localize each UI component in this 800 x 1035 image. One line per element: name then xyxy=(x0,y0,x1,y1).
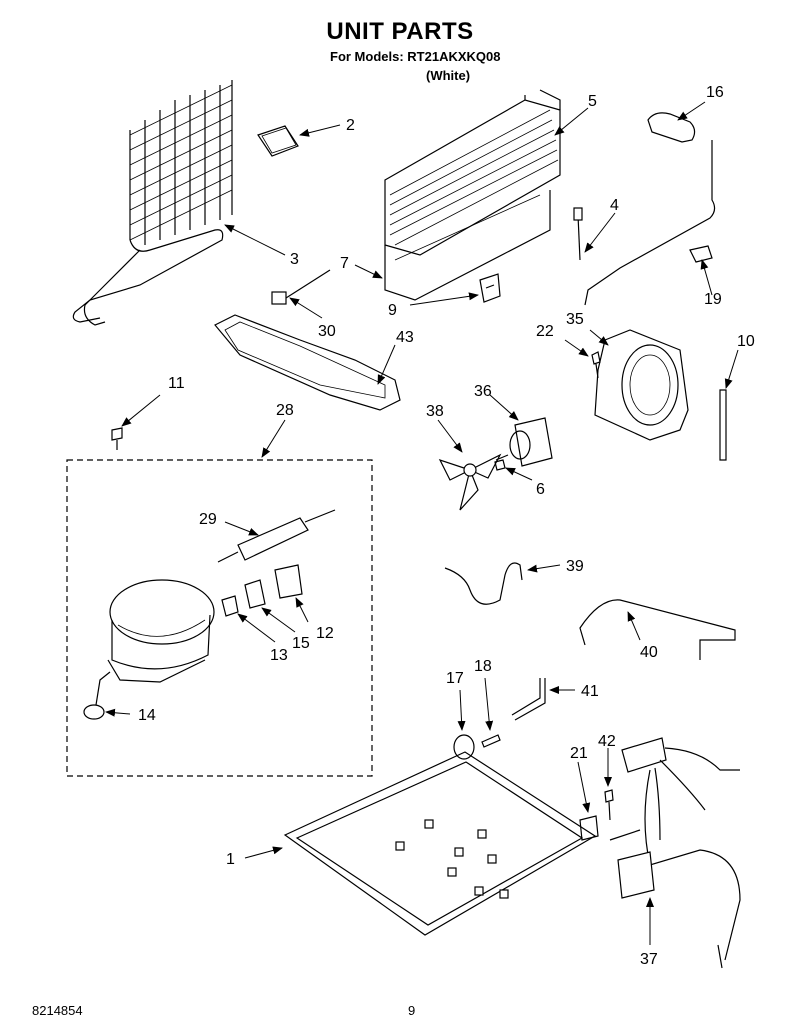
compressor-screw-part xyxy=(111,427,123,450)
callout-11: 11 xyxy=(168,375,185,392)
roller-part xyxy=(453,734,475,760)
callout-29: 29 xyxy=(199,511,217,528)
pad-part xyxy=(257,125,299,157)
callout-13: 13 xyxy=(270,647,288,664)
callout-10: 10 xyxy=(737,333,755,350)
condenser-coil-part xyxy=(72,80,233,326)
clip-part xyxy=(479,273,501,303)
drier-part xyxy=(217,509,336,563)
callout-42: 42 xyxy=(598,733,616,750)
callout-5: 5 xyxy=(588,93,597,110)
callout-17: 17 xyxy=(446,670,464,687)
callout-38: 38 xyxy=(426,403,444,420)
callout-1: 1 xyxy=(226,851,235,868)
roller-screw-part xyxy=(481,734,501,748)
callout-39: 39 xyxy=(566,558,584,575)
callout-4: 4 xyxy=(610,197,619,214)
callout-21: 21 xyxy=(570,745,588,762)
fan-shroud-part xyxy=(594,329,689,441)
cover-part xyxy=(647,112,696,143)
screw-42-part xyxy=(604,789,614,821)
callout-labels: 1 2 3 4 5 6 7 9 10 11 12 13 14 15 16 17 … xyxy=(138,84,755,968)
foot-part xyxy=(579,815,599,841)
page-number: 9 xyxy=(408,1003,416,1018)
model-variant: (White) xyxy=(426,68,471,83)
callout-22: 22 xyxy=(536,323,554,340)
fan-blade-part xyxy=(438,453,502,511)
callout-14: 14 xyxy=(138,707,156,724)
callout-12: 12 xyxy=(316,625,334,642)
callout-18: 18 xyxy=(474,658,492,675)
tube-39-part xyxy=(444,562,523,605)
fan-motor-part xyxy=(495,417,553,467)
callout-19: 19 xyxy=(704,291,722,308)
model-subtitle: For Models: RT21AKXKQ08 xyxy=(330,49,501,64)
compressor-kit-box xyxy=(66,459,373,777)
callout-41: 41 xyxy=(581,683,599,700)
screw-part xyxy=(591,351,601,379)
callout-6: 6 xyxy=(536,481,545,498)
strip-part xyxy=(719,389,727,461)
thermistor-part xyxy=(271,269,331,305)
wire-harness-part xyxy=(609,737,741,969)
callout-16: 16 xyxy=(706,84,724,101)
compressor-part xyxy=(107,579,215,683)
tube-41-part xyxy=(511,678,546,721)
drain-pan-part xyxy=(214,314,401,411)
document-number: 8214854 xyxy=(32,1003,83,1018)
callout-28: 28 xyxy=(276,402,294,419)
fan-nut-part xyxy=(494,459,506,471)
callout-37: 37 xyxy=(640,951,658,968)
callout-36: 36 xyxy=(474,383,492,400)
evaporator-part xyxy=(384,89,561,301)
callout-30: 30 xyxy=(318,323,336,340)
callout-35: 35 xyxy=(566,311,584,328)
callout-7: 7 xyxy=(340,255,349,272)
heater-wire-part xyxy=(573,140,716,306)
callout-2: 2 xyxy=(346,117,355,134)
leader-lines xyxy=(105,101,739,945)
grommet-part xyxy=(83,671,111,720)
page-title: UNIT PARTS xyxy=(326,18,474,45)
base-frame-part xyxy=(283,751,597,936)
relay-components xyxy=(221,564,303,617)
callout-15: 15 xyxy=(292,635,310,652)
callout-9: 9 xyxy=(388,302,397,319)
tube-40-part xyxy=(579,599,736,660)
callout-3: 3 xyxy=(290,251,299,268)
callout-40: 40 xyxy=(640,644,658,661)
callout-43: 43 xyxy=(396,329,414,346)
